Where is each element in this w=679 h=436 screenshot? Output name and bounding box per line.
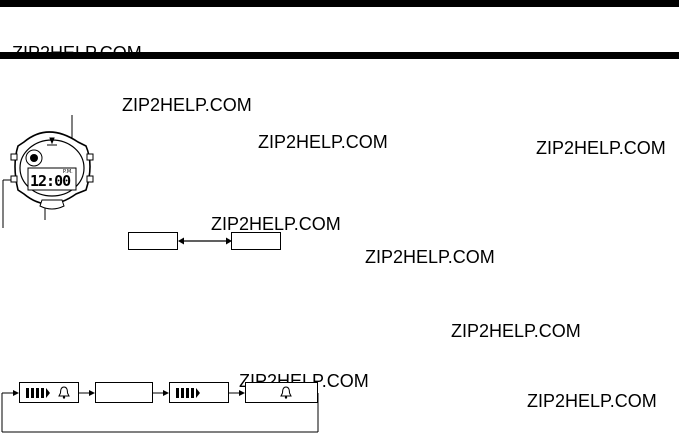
double-arrow-icon (178, 237, 232, 245)
bell-icon (58, 386, 70, 399)
watermark: ZIP2HELP.COM (536, 138, 666, 158)
watch-display-time: 12:00 (30, 172, 71, 190)
signal-bars-icon (176, 388, 200, 398)
signal-bars-icon (26, 388, 50, 398)
header-rule (0, 52, 679, 59)
watermark: ZIP2HELP.COM (451, 321, 581, 341)
cycle-step-4 (245, 382, 318, 403)
cycle-diagram (1, 390, 319, 433)
watermark: ZIP2HELP.COM (122, 95, 252, 115)
watch-display-small: P.M. (63, 169, 73, 175)
cycle-step-2 (95, 382, 153, 403)
watch-illustration (2, 115, 94, 228)
mode-box-b (231, 232, 281, 250)
watermark: ZIP2HELP.COM (211, 214, 341, 234)
bell-icon (280, 386, 292, 399)
watermark: ZIP2HELP.COM (258, 132, 388, 152)
mode-box-a (128, 232, 178, 250)
alarm-indicator-icon (47, 137, 57, 146)
cycle-step-3 (169, 382, 229, 403)
watermark: ZIP2HELP.COM (12, 43, 142, 63)
watermark: ZIP2HELP.COM (365, 247, 495, 267)
top-rule (0, 0, 679, 7)
cycle-step-1 (19, 382, 79, 403)
watermark: ZIP2HELP.COM (527, 391, 657, 411)
